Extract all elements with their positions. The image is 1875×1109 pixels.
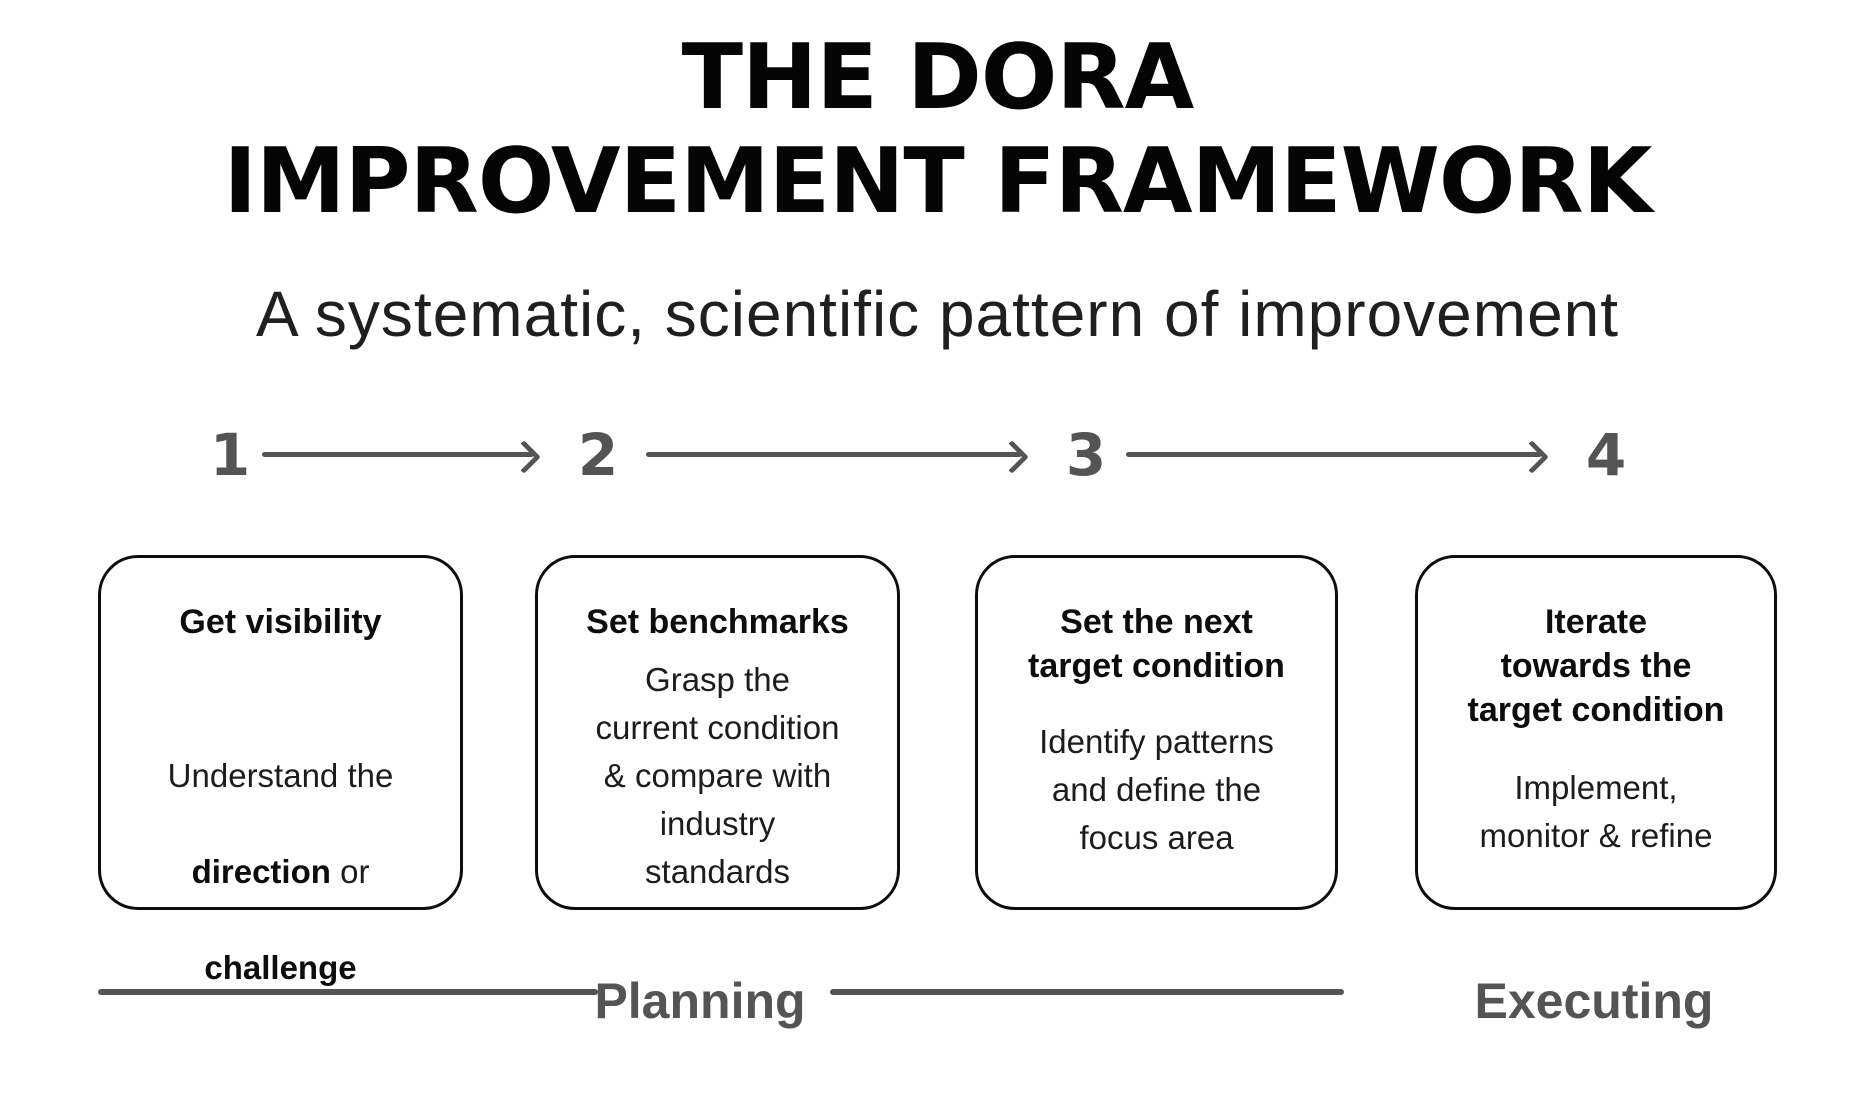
arrow-right-icon: [1126, 452, 1542, 457]
arrow-right-icon: [646, 452, 1022, 457]
arrow-right-icon: [262, 452, 534, 457]
step-card-body: Identify patterns and define the focus a…: [1039, 723, 1274, 856]
page-title-line1: THE DORA: [681, 25, 1195, 130]
step-card-title: Get visibility: [179, 603, 382, 641]
planning-phase-line-right: [830, 989, 1344, 995]
body-text-bold: challenge: [204, 949, 357, 986]
body-text: or: [330, 853, 370, 890]
executing-phase-label: Executing: [1474, 973, 1714, 1029]
planning-phase-label: Planning: [594, 973, 806, 1029]
step-card-body: Understand the direction or challenge: [115, 704, 446, 1040]
planning-phase-line-left: [98, 989, 598, 995]
step-number-4: 4: [1585, 421, 1627, 489]
step-card-title: Set benchmarks: [586, 603, 849, 641]
step-card-body: Grasp the current condition & compare wi…: [595, 661, 840, 890]
step-number-2: 2: [577, 421, 619, 489]
step-card-set-benchmarks: Set benchmarks Grasp the current conditi…: [535, 555, 900, 910]
body-text: Understand the: [167, 757, 394, 794]
step-card-body: Implement, monitor & refine: [1479, 769, 1713, 854]
step-card-title: Iterate towards the target condition: [1467, 603, 1725, 729]
body-text-bold: direction: [191, 853, 331, 890]
step-number-1: 1: [209, 421, 251, 489]
step-card-iterate-towards-target: Iterate towards the target condition Imp…: [1415, 555, 1777, 910]
page-title: THE DORA IMPROVEMENT FRAMEWORK: [0, 25, 1875, 235]
page-subtitle: A systematic, scientific pattern of impr…: [255, 278, 1620, 350]
step-card-title: Set the next target condition: [1028, 603, 1285, 685]
page-title-line2: IMPROVEMENT FRAMEWORK: [223, 129, 1653, 235]
step-card-get-visibility: Get visibility Understand the direction …: [98, 555, 463, 986]
step-card-set-next-target-condition: Set the next target condition Identify p…: [975, 555, 1338, 910]
step-number-3: 3: [1065, 421, 1107, 489]
